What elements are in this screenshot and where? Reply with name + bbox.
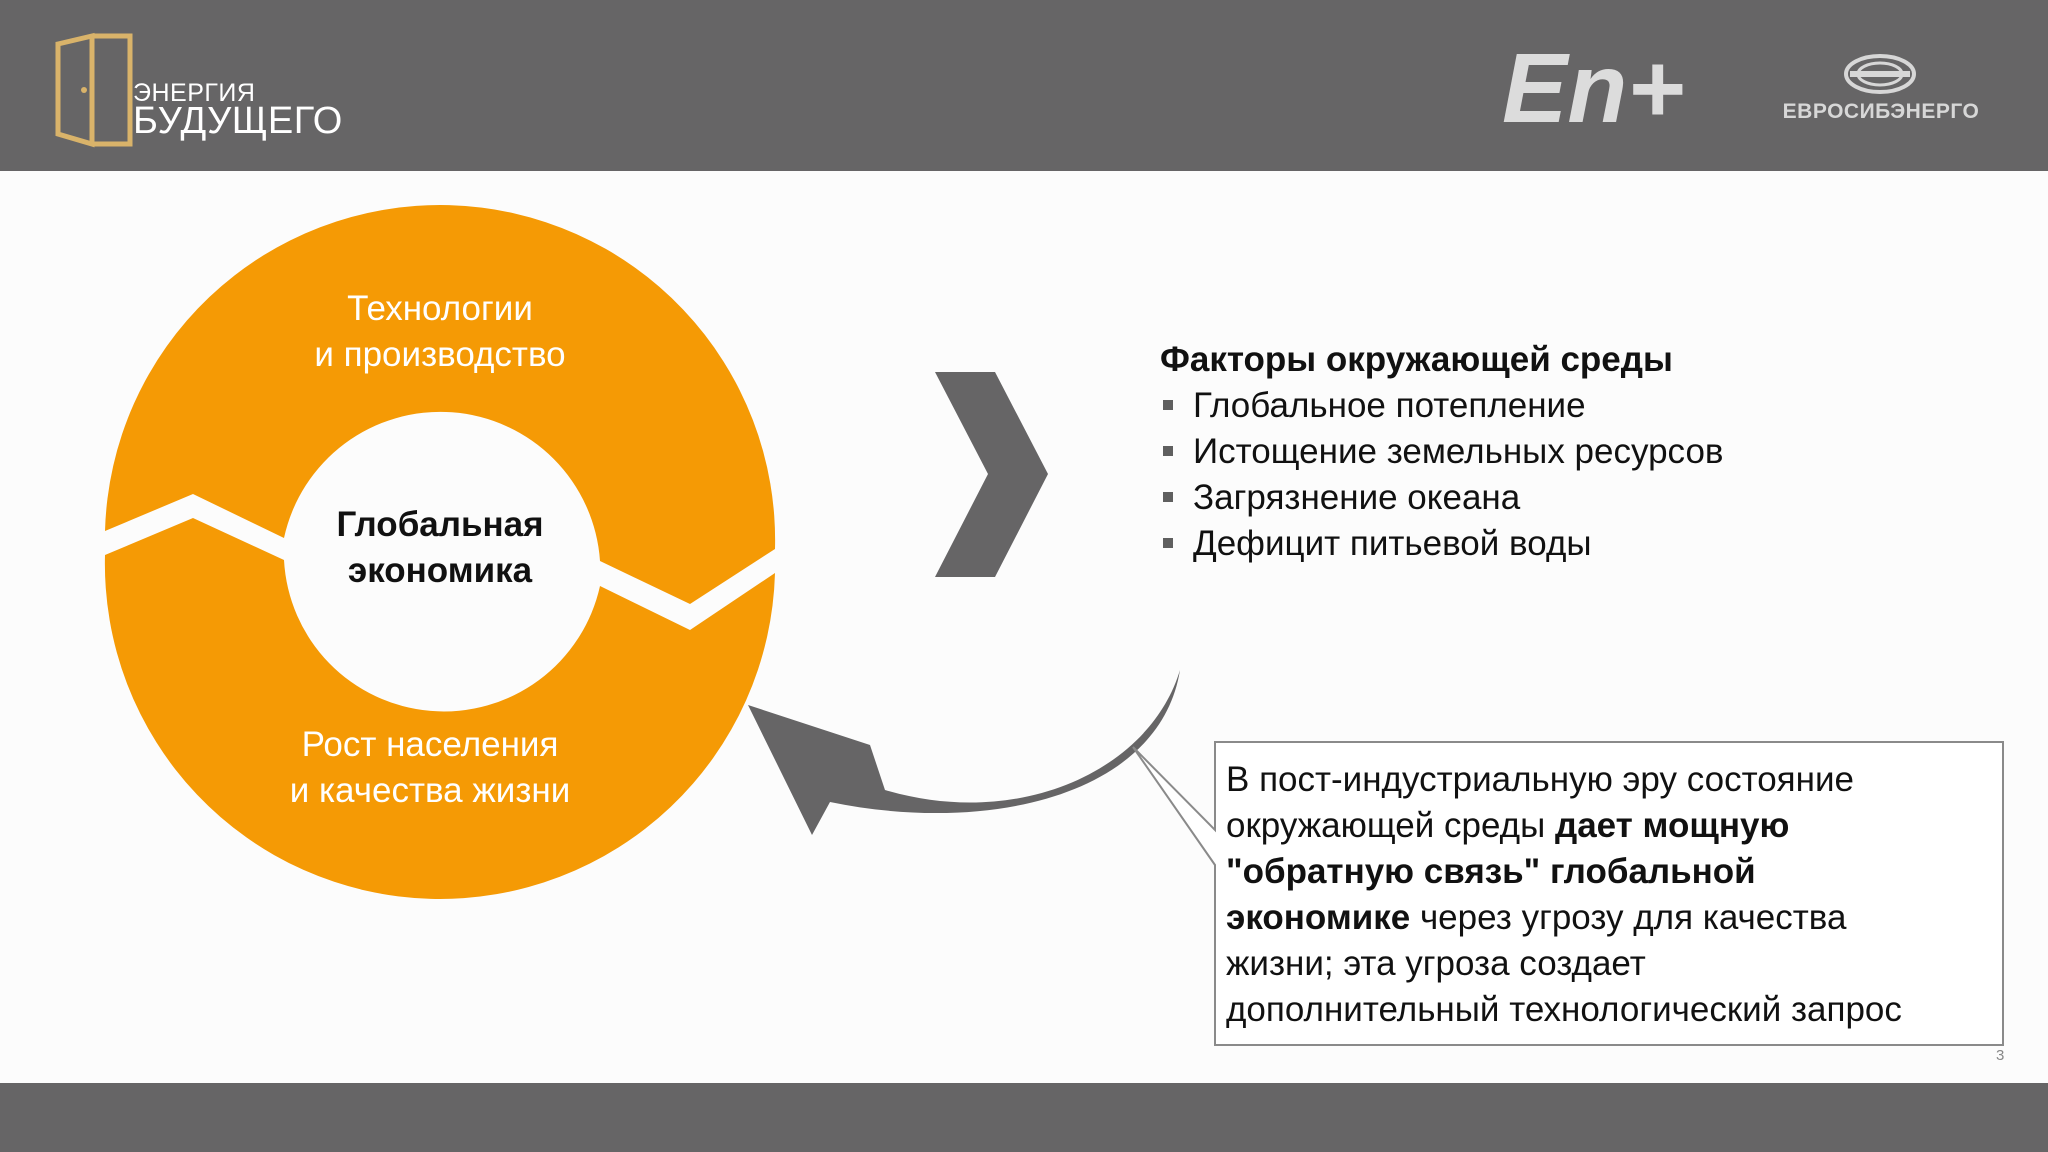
callout-line-4-normal: через угрозу для качества	[1410, 898, 1847, 937]
callout-line-6: дополнительный технологический запрос	[1226, 990, 1902, 1029]
enplus-logo: En+	[1502, 42, 1684, 132]
ring-bottom-label-line2: и качества жизни	[289, 771, 571, 810]
door-logo-icon	[55, 32, 133, 148]
list-item-text: Истощение земельных ресурсов	[1193, 432, 1724, 471]
callout-line-3-bold: "обратную связь" глобальной	[1226, 852, 1756, 891]
footer-bar	[0, 1083, 2048, 1152]
list-item: Дефицит питьевой воды	[1160, 521, 1724, 567]
ring-bottom-segment	[104, 518, 776, 899]
callout-line-2: окружающей среды дает мощную	[1226, 803, 2026, 849]
eurosibenergo-logo-text: ЕВРОСИБЭНЕРГО	[1782, 100, 1980, 123]
logo-text-line2: БУДУЩЕГО	[133, 100, 343, 142]
list-item-text: Глобальное потепление	[1193, 386, 1586, 425]
header-bar: ЭНЕРГИЯ БУДУЩЕГО En+ ЕВРОСИБЭНЕРГО	[0, 0, 2048, 171]
feedback-cycle-diagram	[104, 205, 2004, 1046]
list-item: Глобальное потепление	[1160, 383, 1724, 429]
ring-bottom-label-line1: Рост населения	[301, 725, 559, 764]
logo-text-line1: ЭНЕРГИЯ	[133, 79, 256, 107]
list-item: Загрязнение океана	[1160, 475, 1724, 521]
bullet-icon	[1163, 400, 1173, 410]
ring-center-label-line1: Глобальная	[336, 505, 544, 544]
ring-top-label: Технологии и производство	[290, 286, 590, 378]
callout-line-1: В пост-индустриальную эру состояние	[1226, 760, 1854, 799]
factors-title: Факторы окружающей среды	[1160, 340, 1673, 379]
ring-bottom-label: Рост населения и качества жизни	[230, 722, 630, 814]
eurosibenergo-logo-icon	[1844, 54, 1916, 94]
ring-center-label: Глобальная экономика	[290, 502, 590, 594]
callout-text: В пост-индустриальную эру состояние окру…	[1226, 757, 2026, 1033]
ring-top-label-line2: и производство	[314, 335, 566, 374]
ring-center-label-line2: экономика	[347, 551, 533, 590]
bullet-icon	[1163, 446, 1173, 456]
callout-line-2-bold: дает мощную	[1554, 806, 1790, 845]
enplus-logo-text: En+	[1502, 42, 1684, 132]
callout-line-5: жизни; эта угроза создает	[1226, 944, 1646, 983]
factors-list: Глобальное потепление Истощение земельны…	[1160, 383, 1724, 567]
ring-top-segment	[105, 205, 776, 605]
bullet-icon	[1163, 538, 1173, 548]
callout-box	[1132, 741, 2004, 1046]
callout-line-3: "обратную связь" глобальной	[1226, 849, 2026, 895]
callout-line-4-bold: экономике	[1226, 898, 1411, 937]
curved-feedback-arrow	[748, 670, 1180, 835]
ring-top-label-line1: Технологии	[347, 289, 533, 328]
environment-factors: Факторы окружающей среды Глобальное поте…	[1160, 337, 1724, 567]
right-chevron-arrow	[935, 372, 1048, 577]
list-item-text: Дефицит питьевой воды	[1193, 524, 1592, 563]
callout-line-2-normal: окружающей среды	[1226, 806, 1555, 845]
bullet-icon	[1163, 492, 1173, 502]
list-item: Истощение земельных ресурсов	[1160, 429, 1724, 475]
page-number: 3	[1996, 1047, 2005, 1064]
list-item-text: Загрязнение океана	[1193, 478, 1521, 517]
callout-line-4: экономике через угрозу для качества	[1226, 895, 2026, 941]
